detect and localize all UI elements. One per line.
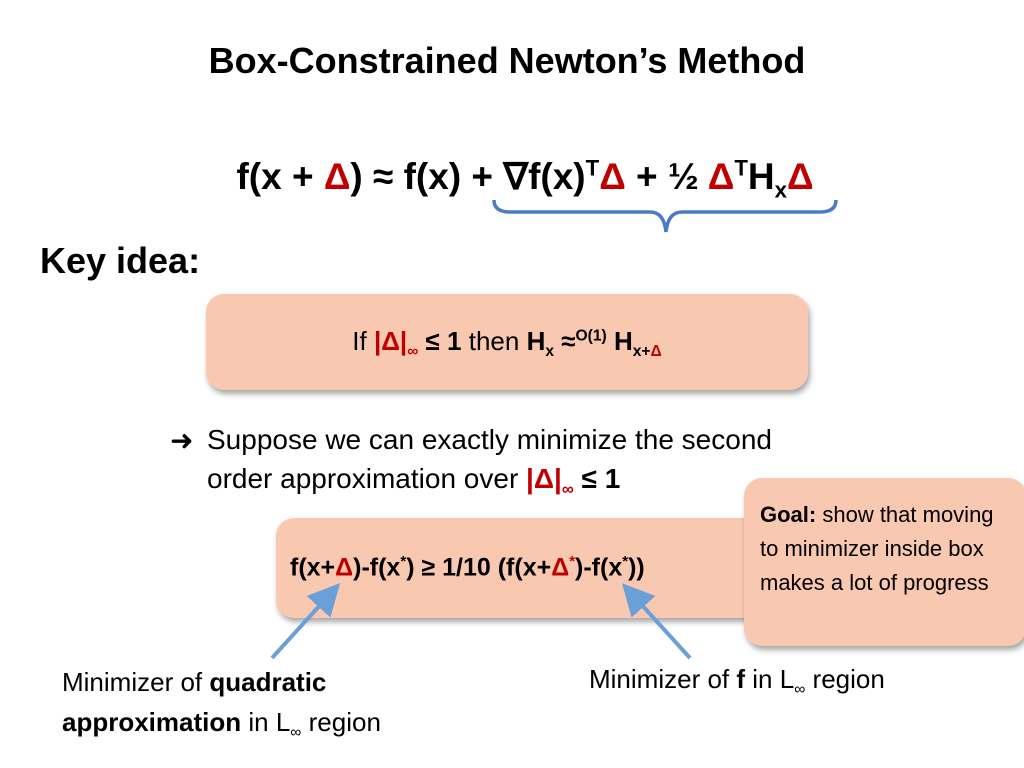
right-annotation: Minimizer of f in L∞ region [589, 664, 885, 699]
taylor-equation: f(x + Δ) ≈ f(x) + ∇f(x)TΔ + ½ ΔTHxΔ [236, 155, 814, 203]
right-arrow-icon [621, 583, 692, 660]
inequality-box [276, 518, 776, 618]
suppose-line-2: order approximation over |Δ|∞ ≤ 1 [207, 463, 621, 499]
key-idea-text: If |Δ|∞ ≤ 1 then Hx ≈O(1) Hx+Δ [352, 326, 662, 361]
goal-text: Goal: show that moving to minimizer insi… [760, 502, 994, 595]
suppose-line-1: Suppose we can exactly minimize the seco… [207, 424, 772, 455]
inequality-text: f(x+Δ)-f(x*) ≥ 1/10 (f(x+Δ*)-f(x*)) [290, 553, 645, 582]
key-idea-heading: Key idea: [40, 240, 201, 281]
arrow-bullet-icon: ➜ [170, 425, 194, 456]
slide-title: Box-Constrained Newton’s Method [208, 40, 806, 81]
left-annotation: Minimizer of quadratic approximation in … [62, 667, 381, 742]
key-idea-box [206, 294, 808, 390]
underbrace [492, 199, 838, 233]
goal-callout [744, 478, 1024, 646]
left-arrow-icon [270, 583, 341, 660]
